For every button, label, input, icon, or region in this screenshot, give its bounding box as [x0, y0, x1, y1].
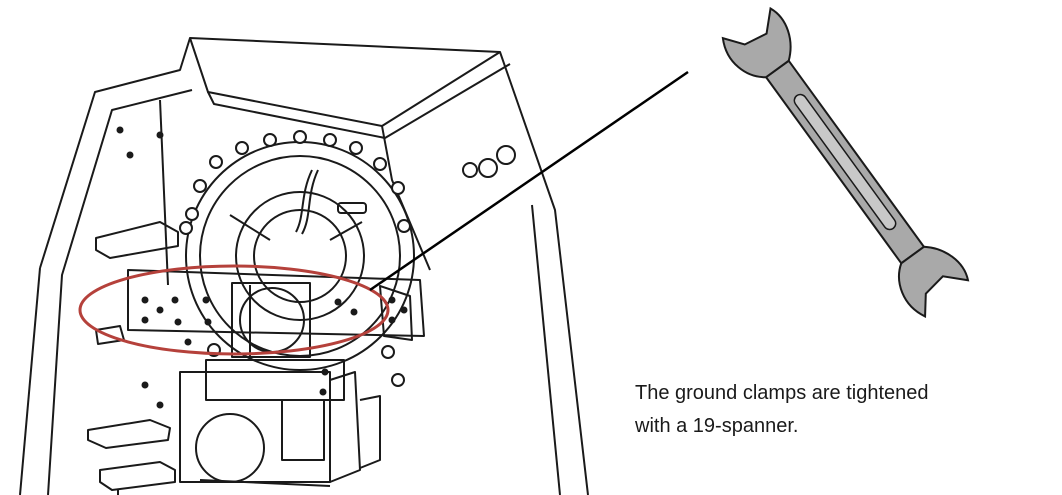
fasteners — [116, 126, 408, 409]
spanner-icon — [721, 6, 970, 318]
clamp-highlight-ellipse — [78, 264, 390, 356]
disc-bolts — [179, 130, 516, 387]
caption-line-1: The ground clamps are tightened — [635, 382, 929, 404]
pointer-line — [369, 70, 689, 292]
caption: The ground clamps are tightened with a 1… — [635, 377, 1060, 443]
caption-line-2: with a 19-spanner. — [635, 415, 799, 437]
machine-housing — [19, 37, 589, 495]
